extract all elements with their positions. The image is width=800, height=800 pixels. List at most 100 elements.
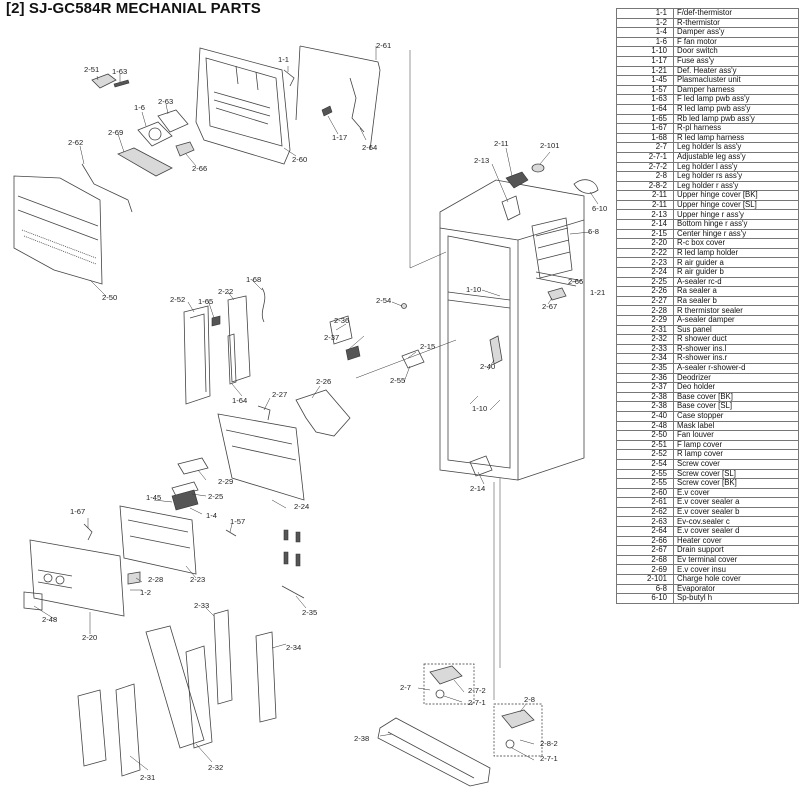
- part-name: R led lamp holder: [673, 247, 799, 259]
- callout-1-2: 1-2: [140, 588, 151, 597]
- part-code: 2-101: [616, 574, 674, 585]
- callout-2-13: 2-13: [474, 156, 489, 165]
- part-2-20-rc-box-cover: [29, 539, 125, 617]
- part-2-31-sus-panel: [77, 683, 141, 777]
- callout-2-34: 2-34: [286, 643, 301, 652]
- part-name: Damper ass'y: [673, 27, 799, 38]
- part-code: 2-54: [616, 458, 674, 470]
- callout-1-45: 1-45: [146, 493, 161, 502]
- callout-2-25: 2-25: [208, 492, 223, 501]
- callout-2-20: 2-20: [82, 633, 97, 642]
- callout-2-60: 2-60: [292, 155, 307, 164]
- part-name: Leg holder r ass'y: [673, 180, 799, 192]
- part-name: R-thermistor: [673, 17, 799, 29]
- part-2-51-f-lamp-cover: [91, 73, 117, 89]
- callout-2-67: 2-67: [542, 302, 557, 311]
- callout-2-63: 2-63: [158, 97, 173, 106]
- callout-1-68: 1-68: [246, 275, 261, 284]
- part-2-26-ra-sealer-a: [295, 389, 351, 437]
- part-code: 2-35: [616, 362, 674, 374]
- part-code: 2-69: [616, 564, 674, 576]
- part-name: Fan louver: [673, 430, 799, 441]
- part-name: E.v cover sealer d: [673, 526, 799, 537]
- callout-2-66-b: 2-66: [568, 277, 583, 286]
- part-code: 2-20: [616, 238, 674, 249]
- part-name: R air guider a: [673, 257, 799, 269]
- part-name: Plasmacluster unit: [673, 75, 799, 86]
- part-name: Door switch: [673, 46, 799, 57]
- part-code: 2-26: [616, 286, 674, 297]
- part-2-33-shower-ins-l: [213, 609, 233, 705]
- callout-2-48: 2-48: [42, 615, 57, 624]
- part-code: 2-55: [616, 478, 674, 489]
- part-code: 2-7: [616, 142, 674, 153]
- part-code: 1-21: [616, 65, 674, 77]
- part-code: 2-14: [616, 219, 674, 230]
- callout-2-69: 2-69: [108, 128, 123, 137]
- part-1-68-harness: [261, 287, 266, 323]
- part-name: A-sealer r-shower-d: [673, 362, 799, 374]
- part-code: 2-15: [616, 228, 674, 240]
- part-name: Sus panel: [673, 324, 799, 336]
- part-code: 2-13: [616, 209, 674, 221]
- part-6-8-evaporator: [531, 217, 573, 279]
- part-code: 2-62: [616, 506, 674, 518]
- part-name: Deo holder: [673, 382, 799, 393]
- part-code: 1-67: [616, 123, 674, 134]
- part-code: 6-8: [616, 583, 674, 595]
- part-name: Drain support: [673, 545, 799, 556]
- part-name: Case stopper: [673, 410, 799, 422]
- part-code: 2-38: [616, 391, 674, 403]
- part-2-63-sealer-c: [157, 109, 189, 133]
- part-code: 2-33: [616, 343, 674, 355]
- part-name: Sp-butyl h: [673, 593, 799, 604]
- part-2-25-sealer-rc-d: [171, 481, 199, 497]
- part-name: E.v cover sealer b: [673, 506, 799, 518]
- part-6-10-sp-butyl: [573, 179, 599, 194]
- part-code: 2-37: [616, 382, 674, 393]
- part-2-23-air-guider-a: [119, 505, 197, 575]
- part-name: Ra sealer b: [673, 295, 799, 307]
- callout-2-50: 2-50: [102, 293, 117, 302]
- callout-6-10: 6-10: [592, 204, 607, 213]
- part-2-37-deo-holder: [345, 345, 361, 361]
- part-2-101-charge-hole-cover: [531, 163, 545, 173]
- callout-2-54: 2-54: [376, 296, 391, 305]
- part-2-54-screw-cover: [401, 303, 407, 309]
- part-code: 1-10: [616, 46, 674, 57]
- callout-2-7: 2-7: [400, 683, 411, 692]
- part-name: F lamp cover: [673, 439, 799, 451]
- part-2-27-ra-sealer-b: [257, 405, 271, 421]
- exploded-parts-diagram: 2-51 1-63 1-1 2-61 1-6 2-63 2-69 2-66 2-…: [13, 41, 607, 787]
- callout-2-51: 2-51: [84, 65, 99, 74]
- part-name: Ev terminal cover: [673, 554, 799, 566]
- part-1-67-harness: [83, 523, 93, 541]
- part-code: 2-32: [616, 334, 674, 345]
- callout-2-32: 2-32: [208, 763, 223, 772]
- part-1-45-plasmacluster: [171, 489, 199, 511]
- callout-2-66-a: 2-66: [192, 164, 207, 173]
- part-code: 2-66: [616, 535, 674, 547]
- part-code: 2-8: [616, 171, 674, 182]
- part-name: R-c box cover: [673, 238, 799, 249]
- callout-2-37: 2-37: [324, 333, 339, 342]
- callout-2-28: 2-28: [148, 575, 163, 584]
- part-2-60-ev-cover: [195, 47, 291, 165]
